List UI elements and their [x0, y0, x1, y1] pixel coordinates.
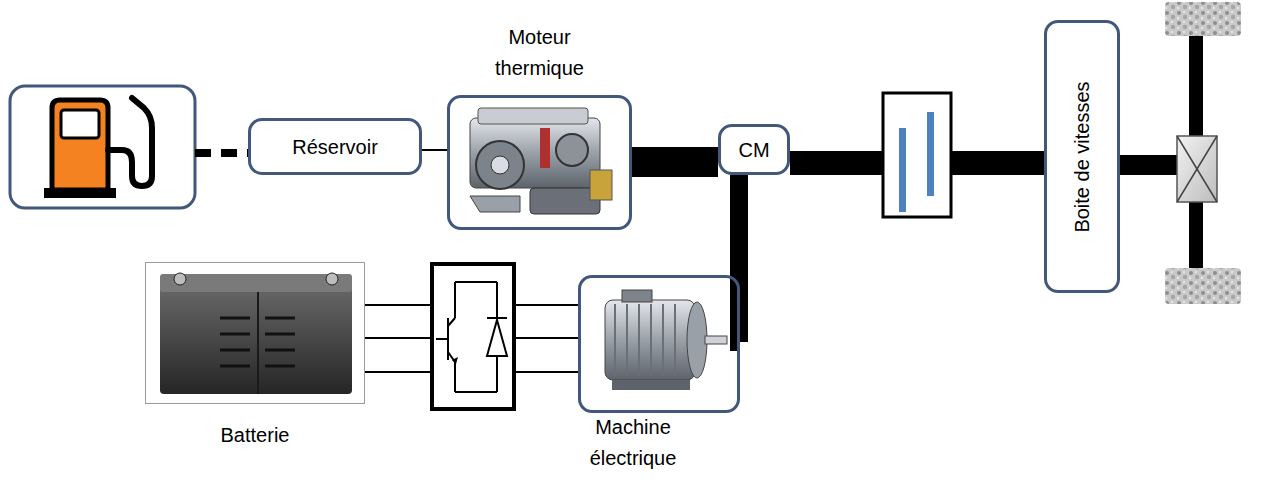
battery-picture [160, 273, 352, 394]
pump-base [44, 188, 116, 198]
fuel-line [195, 149, 248, 157]
engine-gear [556, 134, 588, 166]
engine-hub [491, 156, 509, 174]
engine-pulley [476, 141, 524, 189]
motor-feet [612, 380, 690, 390]
pump-window [61, 110, 99, 138]
mechanical-shaft [632, 147, 718, 177]
battery-top [160, 274, 352, 292]
battery-seam [257, 292, 259, 394]
part-name: Moteur thermique [475, 22, 605, 84]
axle [1189, 200, 1203, 268]
differential-symbol [1177, 136, 1217, 202]
motor-endcap [687, 302, 707, 378]
machine-box: Machine électrique [578, 275, 740, 413]
inverter-symbol [432, 264, 514, 409]
axle [1189, 35, 1203, 140]
battery-box: Batterie [145, 262, 365, 404]
tank-box: Réservoir [248, 118, 422, 175]
pump-frame [10, 86, 195, 208]
box-label: Boite de vitesses [1067, 81, 1098, 232]
drive-shaft [1120, 155, 1178, 175]
engine-part [540, 128, 550, 168]
battery-terminal [174, 273, 186, 285]
pump-hose [108, 98, 152, 186]
motor-body [605, 300, 695, 380]
engine-part [470, 196, 520, 212]
pump-body [52, 100, 108, 190]
clutch-symbol [883, 93, 951, 217]
wheel [1165, 2, 1241, 36]
part-name: Machine électrique [563, 412, 703, 474]
engine-block [470, 118, 600, 188]
gearbox-box: Boite de vitesses [1044, 20, 1120, 293]
engine-head [478, 108, 588, 124]
motor-picture [605, 290, 727, 390]
box-label: Réservoir [292, 131, 378, 162]
engine-box: Moteur thermique [447, 95, 632, 230]
motor-fins [615, 304, 675, 376]
motor-shaft [705, 336, 727, 344]
coupler-box: CM [718, 124, 790, 175]
box-label: CM [738, 134, 769, 165]
motor-terminal-box [622, 290, 652, 302]
fuel-pump-icon [10, 86, 195, 208]
engine-picture [470, 108, 612, 214]
part-name: Batterie [175, 420, 335, 451]
engine-part [590, 170, 612, 200]
connection-line [422, 149, 447, 151]
battery-body [160, 282, 352, 394]
wheel [1165, 268, 1241, 304]
battery-terminal [326, 273, 338, 285]
